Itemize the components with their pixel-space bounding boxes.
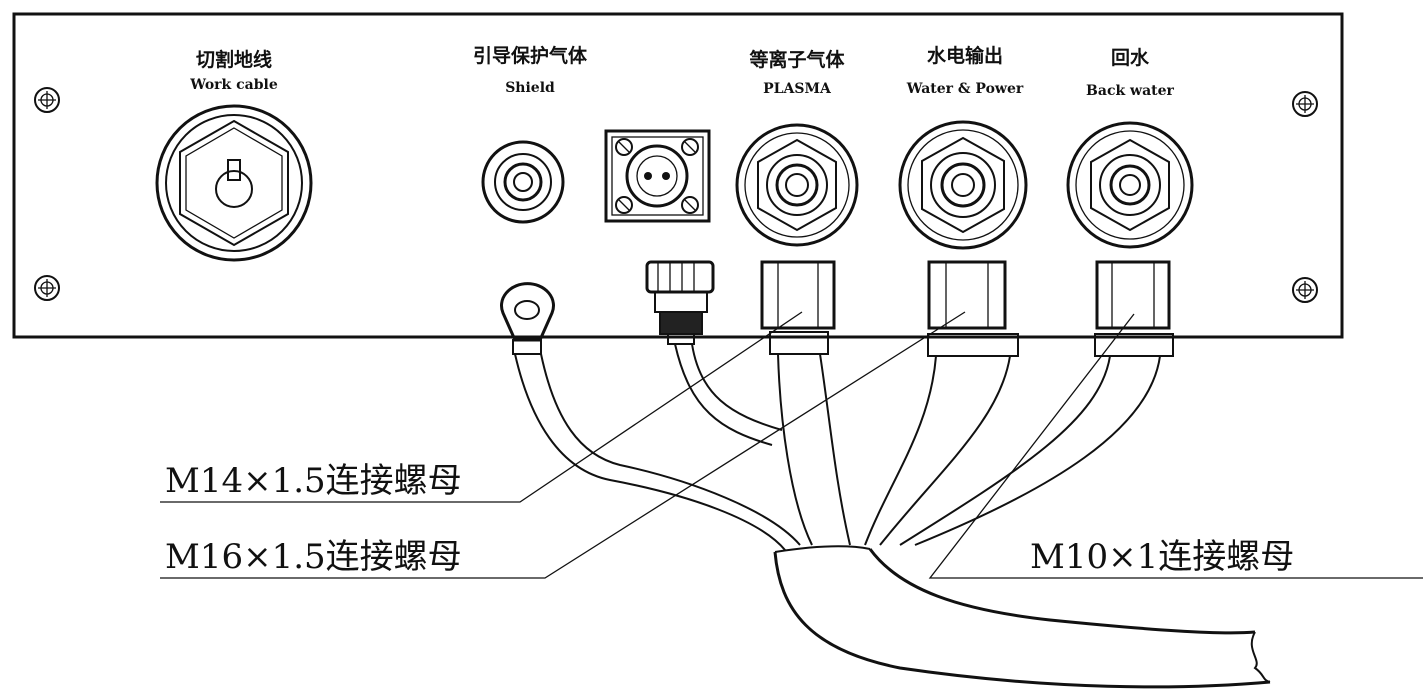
plasma-label-cn: 等离子气体 <box>748 48 845 71</box>
aviation-plug-socket <box>604 129 711 223</box>
back-water-label-en: Back water <box>1086 83 1175 99</box>
plasma-port <box>735 123 859 247</box>
m14-nut-callout: M14×1.5连接螺母 <box>165 461 462 501</box>
work-cable-label-en: Work cable <box>189 77 278 93</box>
m16-nut-callout: M16×1.5连接螺母 <box>165 537 462 577</box>
back-water-hex-nut <box>1094 260 1174 357</box>
water-power-label-en: Water & Power <box>906 81 1024 97</box>
cable-bundle <box>514 343 1161 551</box>
plasma-label-en: PLASMA <box>763 81 832 97</box>
work-cable-label-cn: 切割地线 <box>196 48 272 71</box>
shield-label-cn: 引导保护气体 <box>473 44 588 67</box>
water-power-hex-nut <box>927 260 1019 357</box>
back-water-port <box>1066 121 1194 249</box>
screw-icon <box>34 87 60 113</box>
hose-sheath <box>773 545 1271 689</box>
water-power-port <box>898 120 1028 250</box>
front-panel <box>12 12 1344 339</box>
work-cable-socket <box>155 104 313 262</box>
shield-gas-port <box>481 140 565 224</box>
aviation-plug-connector <box>645 260 715 345</box>
screw-icon <box>34 275 60 301</box>
m10-nut-callout: M10×1连接螺母 <box>1030 537 1294 577</box>
back-water-label-cn: 回水 <box>1111 47 1150 69</box>
shield-label-en: Shield <box>505 80 555 96</box>
screw-icon <box>1292 91 1318 117</box>
screw-icon <box>1292 277 1318 303</box>
water-power-label-cn: 水电输出 <box>927 44 1003 67</box>
plasma-hex-nut <box>760 260 836 355</box>
ring-terminal <box>500 282 555 355</box>
leader-lines <box>160 311 1423 579</box>
